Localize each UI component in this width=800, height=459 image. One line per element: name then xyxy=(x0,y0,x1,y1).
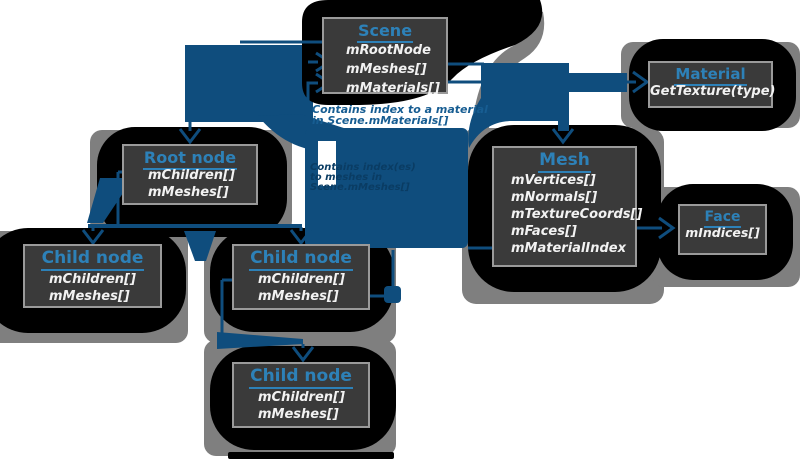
node-material-title: Material xyxy=(650,65,771,86)
line-child2-meshes xyxy=(370,250,395,298)
field-mmeshes: mMeshes[] xyxy=(258,406,339,422)
field-mmaterialindex: mMaterialIndex xyxy=(511,240,626,256)
node-child-1: Child node mChildren[] mMeshes[] xyxy=(23,244,162,308)
node-material-fields: GetTexture(type) xyxy=(650,83,776,100)
node-material: Material GetTexture(type) xyxy=(648,61,776,108)
arrow-into-child3 xyxy=(291,344,315,363)
line-root-children xyxy=(116,170,122,224)
field-mfaces: mFaces[] xyxy=(511,223,577,239)
node-root-title: Root node xyxy=(124,148,256,170)
node-scene-title: Scene xyxy=(324,21,446,43)
annotation-line: Scene.mMeshes[] xyxy=(310,182,410,193)
arrow-into-child1 xyxy=(81,227,105,246)
node-root-fields: mChildren[] mMeshes[] xyxy=(124,167,256,201)
annotation-line: in Scene.mMaterials[] xyxy=(312,114,449,127)
node-child-1-title: Child node xyxy=(25,248,160,271)
arrow-into-child2 xyxy=(289,227,313,246)
node-scene-fields: mRootNode mMeshes[] mMaterials[] xyxy=(324,41,446,98)
node-face-title: Face xyxy=(680,209,765,228)
white-notch xyxy=(318,141,336,186)
field-gettexture: GetTexture(type) xyxy=(650,84,776,100)
field-mchildren: mChildren[] xyxy=(49,271,136,287)
arrow-into-material xyxy=(627,70,650,94)
node-child-2-title: Child node xyxy=(234,248,368,271)
blue-connector-blobs xyxy=(185,45,313,122)
arrow-lines xyxy=(81,40,676,363)
arrow-into-mesh xyxy=(551,128,575,145)
node-mesh: Mesh mVertices[] mNormals[] mTextureCoor… xyxy=(492,146,643,267)
node-face-fields: mIndices[] xyxy=(680,225,765,241)
node-scene: Scene mRootNode mMeshes[] mMaterials[] xyxy=(322,17,448,96)
node-root: Root node mChildren[] mMeshes[] xyxy=(122,144,258,205)
node-child-3-fields: mChildren[] mMeshes[] xyxy=(234,389,368,423)
field-mchildren: mChildren[] xyxy=(258,271,345,287)
annotation-line: to meshes in xyxy=(310,172,383,183)
child2-children-taper xyxy=(217,332,303,349)
lines-scene-right xyxy=(448,62,484,84)
node-child-2-fields: mChildren[] mMeshes[] xyxy=(234,271,368,305)
material-thick-bar xyxy=(565,73,627,92)
field-mindices: mIndices[] xyxy=(685,225,760,241)
field-mchildren: mChildren[] xyxy=(258,389,345,405)
node-child-3-title: Child node xyxy=(234,366,368,389)
left-wedge xyxy=(87,178,133,223)
center-connector-blob xyxy=(305,128,468,248)
node-mesh-title: Mesh xyxy=(494,150,635,173)
arrow-into-rootnode-box xyxy=(178,118,202,145)
mid-wedge xyxy=(184,231,216,261)
blue-connectors xyxy=(87,63,627,349)
field-mchildren: mChildren[] xyxy=(148,168,235,184)
arrow-into-face xyxy=(637,216,676,240)
scene-material-blob xyxy=(468,63,569,148)
annotation-line: Contains index to a material xyxy=(312,103,488,116)
node-child-1-fields: mChildren[] mMeshes[] xyxy=(25,271,160,305)
field-mrootnode: mRootNode xyxy=(346,43,431,59)
node-face: Face mIndices[] xyxy=(678,204,767,255)
field-mmeshes: mMeshes[] xyxy=(148,185,229,201)
line-child2-children xyxy=(220,278,232,336)
field-mmeshes: mMeshes[] xyxy=(346,62,427,78)
node-child-3: Child node mChildren[] mMeshes[] xyxy=(232,362,370,428)
field-mmeshes: mMeshes[] xyxy=(258,288,339,304)
annotation-line: Contains index(es) xyxy=(310,162,416,173)
mesh-index-annotation: Contains index(es) to meshes in Scene.mM… xyxy=(310,163,416,193)
material-index-annotation: Contains index to a material in Scene.mM… xyxy=(312,104,488,126)
field-mmaterials: mMaterials[] xyxy=(346,81,441,97)
mesh-arrow-shaft xyxy=(558,117,569,131)
node-mesh-fields: mVertices[] mNormals[] mTextureCoords[] … xyxy=(494,172,643,257)
scene-left-connector-blob xyxy=(185,45,313,122)
field-mnormals: mNormals[] xyxy=(511,189,598,205)
node-child-2: Child node mChildren[] mMeshes[] xyxy=(232,244,370,310)
field-mvertices: mVertices[] xyxy=(511,172,596,188)
field-mmeshes: mMeshes[] xyxy=(49,288,130,304)
field-mtexturecoords: mTextureCoords[] xyxy=(511,206,643,222)
